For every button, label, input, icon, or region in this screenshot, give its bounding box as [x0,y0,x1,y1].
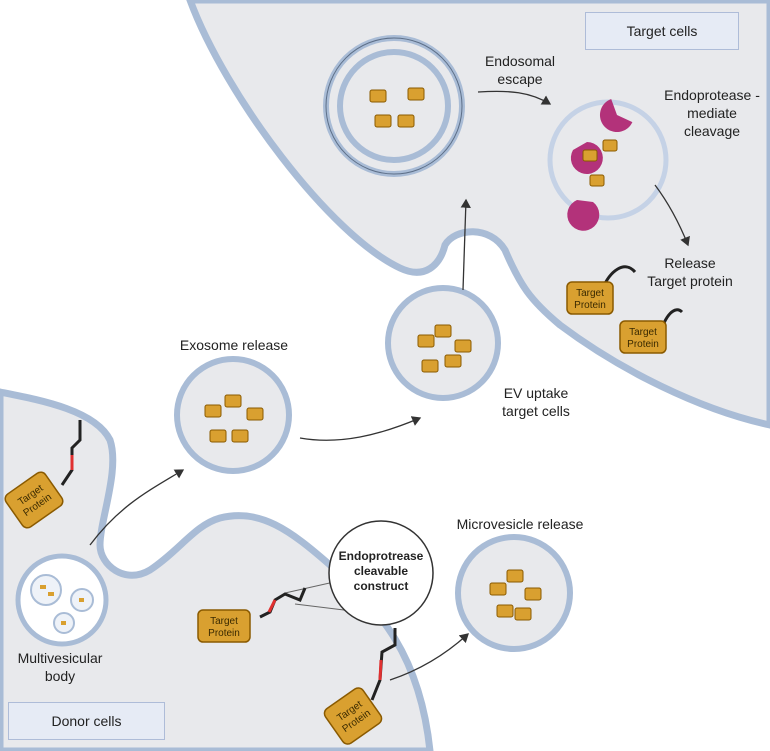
label-mvb-2: body [45,668,75,684]
arrow-to-release [654,184,690,247]
multivesicular-body [15,553,109,647]
target-protein-2-line1: Target [210,616,238,627]
label-ev-uptake-1: EV uptake [504,385,569,401]
target-protein-5-line1: Target [629,327,657,338]
label-exosome-release: Exosome release [180,337,288,353]
label-endoprotease-3: cleavage [684,123,740,139]
arrow-to-microvesicle [389,633,469,681]
process-arrows [89,90,690,681]
label-construct-2: cleavable [354,564,408,578]
label-mvb-1: Multivesicular [18,650,103,666]
target-cells-label: Target cells [626,23,698,39]
target-cells-label-box: Target cells [585,12,739,50]
endosome-vesicle [323,35,465,177]
label-construct-1: Endoprotrease [339,549,424,563]
target-protein-4-line1: Target [576,288,604,299]
label-endoprotease-2: mediate [687,105,737,121]
target-protein-5-line2: Protein [627,339,659,350]
ev-uptake-vesicle [385,285,501,401]
exosome-vesicle [174,356,292,474]
vesicle-proteins [204,87,618,621]
construct-callout [284,520,434,626]
label-endosomal-escape-2: escape [497,71,542,87]
label-construct-3: construct [354,579,409,593]
label-ev-uptake-2: target cells [502,403,570,419]
label-release-1: Release [664,255,716,271]
target-protein-4-line2: Protein [574,300,606,311]
target-protein-2-line2: Protein [208,628,240,639]
diagram-labels: Endosomal escape Endoprotease - mediate … [18,53,761,684]
arrow-endosomal-escape [477,90,552,105]
arrow-uptake-to-endosome [460,198,471,291]
donor-cells-label: Donor cells [51,713,122,729]
microvesicle-vesicle [455,534,573,652]
donor-cells-label-box: Donor cells [8,702,165,740]
label-release-2: Target protein [647,273,733,289]
label-microvesicle-release: Microvesicle release [457,516,584,532]
arrow-mvb-to-exosome [89,469,185,546]
label-endosomal-escape-1: Endosomal [485,53,555,69]
arrow-exosome-to-uptake [299,416,422,441]
label-endoprotease-1: Endoprotease - [664,87,760,103]
target-protein-blocks [4,281,667,745]
